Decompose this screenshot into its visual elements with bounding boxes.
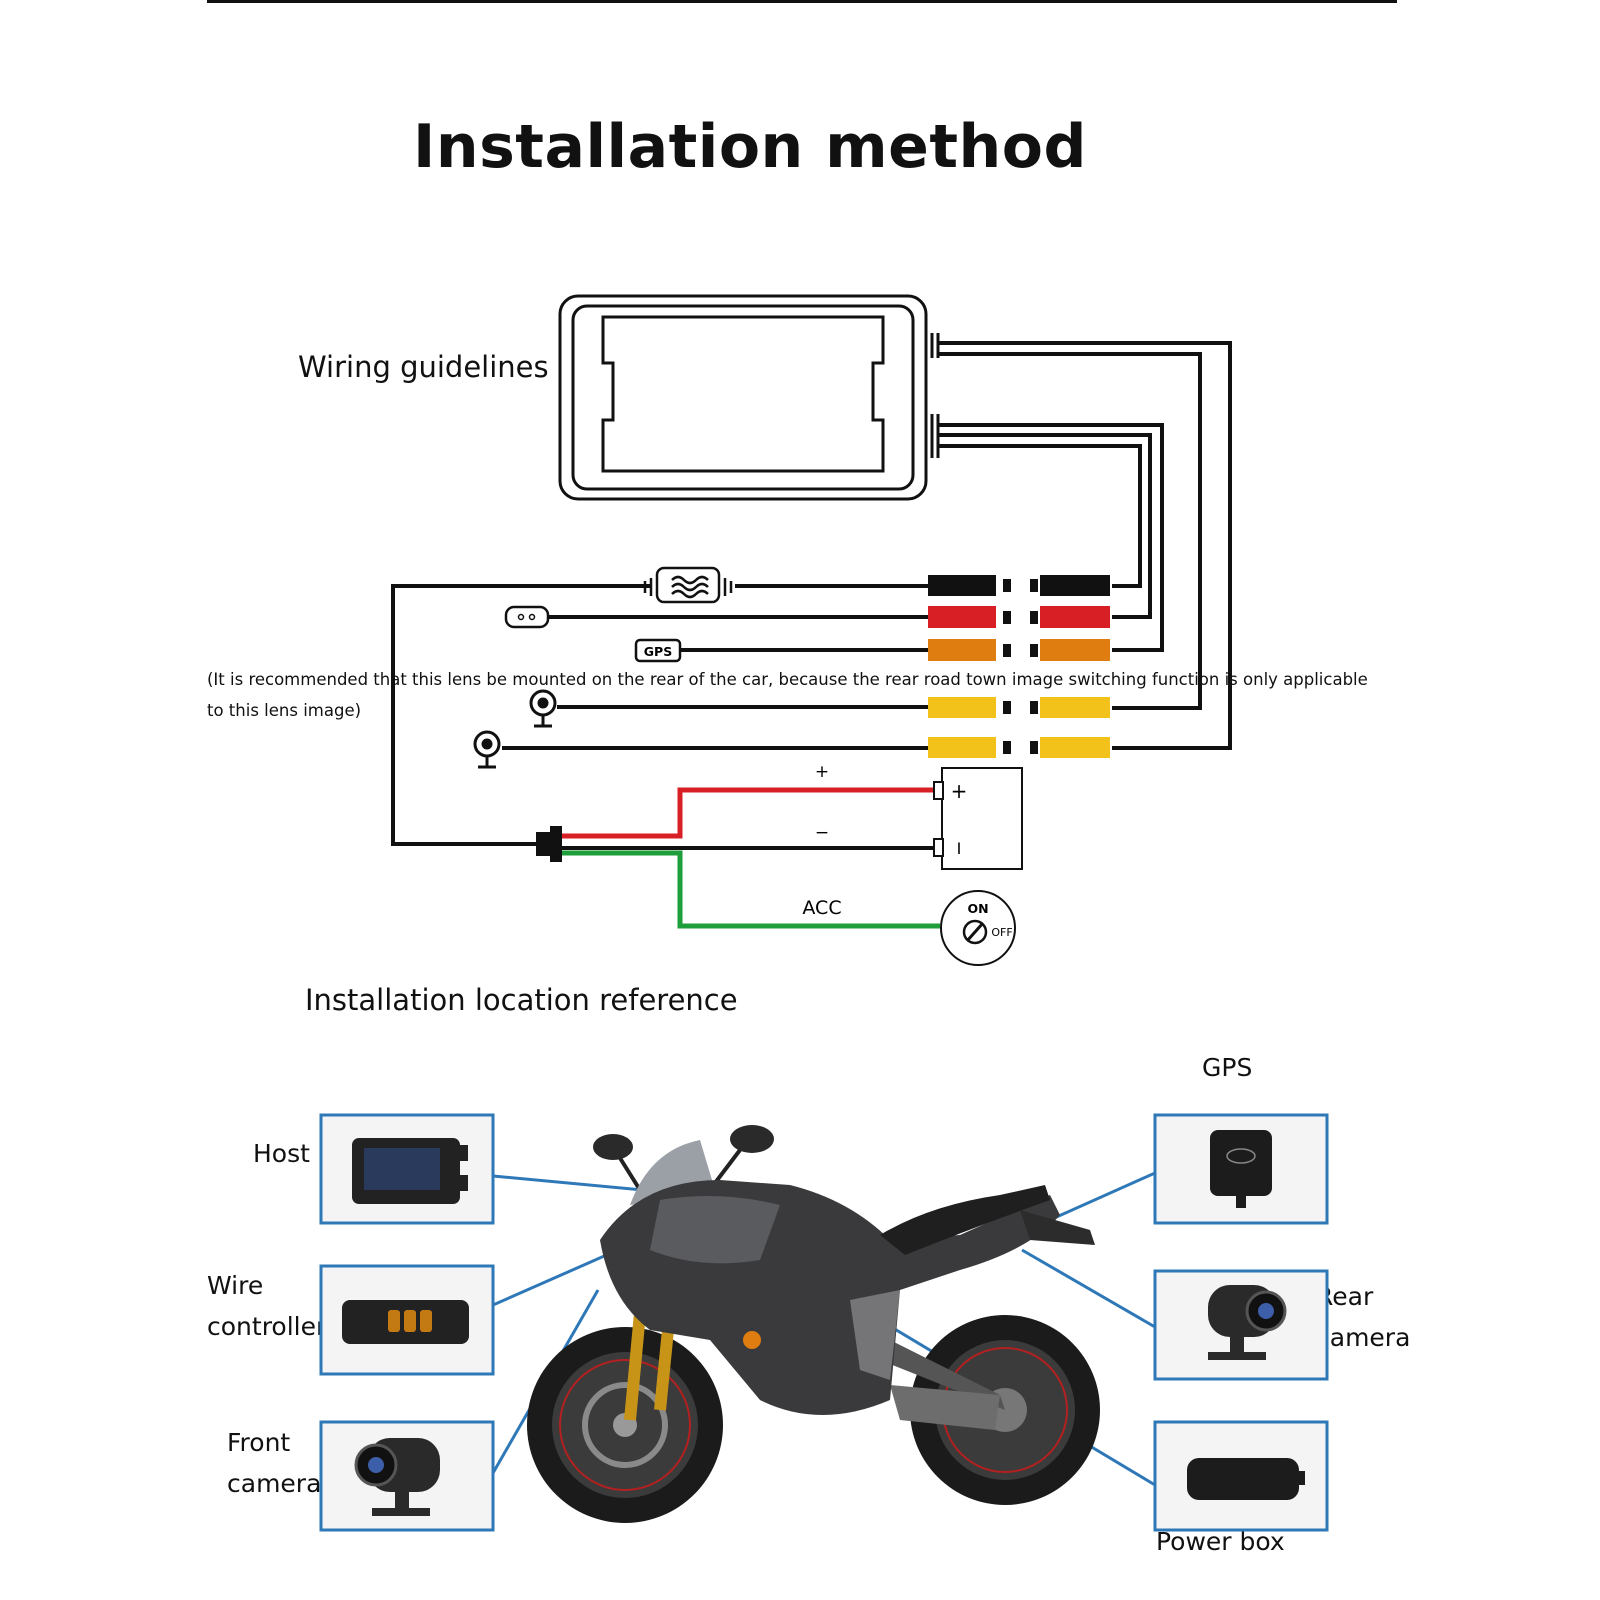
battery-minus: I — [957, 839, 962, 858]
location-heading: Installation location reference — [305, 983, 738, 1017]
camera-icon — [473, 730, 501, 769]
green-wire — [562, 850, 940, 929]
gps-label: GPS — [1202, 1053, 1253, 1082]
power-box-label: Power box — [1156, 1527, 1285, 1556]
minus-sign: − — [815, 823, 829, 843]
power-box-thumbnail — [1153, 1420, 1329, 1532]
switch-off-label: OFF — [991, 926, 1012, 939]
connector-pair-orange — [928, 639, 1110, 661]
top-rule — [207, 0, 1397, 3]
rear-camera-label-2: camera — [1316, 1323, 1411, 1352]
host-wire-bundle — [938, 341, 1232, 750]
wire-controller-label-2: controller — [207, 1312, 327, 1341]
power-plug-icon — [536, 826, 562, 862]
host-thumbnail — [319, 1113, 495, 1225]
accessory-wires — [391, 584, 928, 846]
connector-pair-yellow-1 — [928, 697, 1110, 718]
wire-controller-icon — [504, 605, 550, 629]
fuse-icon — [643, 566, 733, 604]
host-label: Host — [253, 1139, 310, 1168]
connector-pair-yellow-2 — [928, 737, 1110, 758]
acc-label: ACC — [802, 897, 841, 919]
front-camera-label-1: Front — [227, 1428, 291, 1457]
plus-sign: + — [815, 762, 829, 782]
wire-controller-thumbnail — [319, 1264, 495, 1376]
rear-camera-thumbnail — [1153, 1269, 1329, 1381]
host-unit-outline — [558, 294, 940, 501]
battery-icon: + I — [933, 767, 1023, 870]
switch-on-label: ON — [967, 901, 988, 916]
gps-tag: GPS — [644, 644, 672, 659]
gps-thumbnail — [1153, 1113, 1329, 1225]
rear-lens-note: (It is recommended that this lens be mou… — [207, 670, 1368, 720]
camera-icon — [529, 689, 557, 728]
battery-plus: + — [951, 779, 968, 803]
motorcycle-illustration — [527, 1125, 1100, 1523]
wire-controller-label-1: Wire — [207, 1271, 264, 1300]
ignition-switch-icon: ON OFF — [940, 890, 1016, 966]
red-wire — [562, 787, 934, 839]
front-camera-label-2: camera — [227, 1469, 322, 1498]
connector-pair-red — [928, 606, 1110, 628]
connector-pair-black — [928, 575, 1110, 596]
front-camera-thumbnail — [319, 1420, 495, 1532]
page-title: Installation method — [413, 112, 1087, 182]
gps-module-icon: GPS — [634, 638, 682, 663]
wiring-heading: Wiring guidelines — [298, 350, 549, 384]
